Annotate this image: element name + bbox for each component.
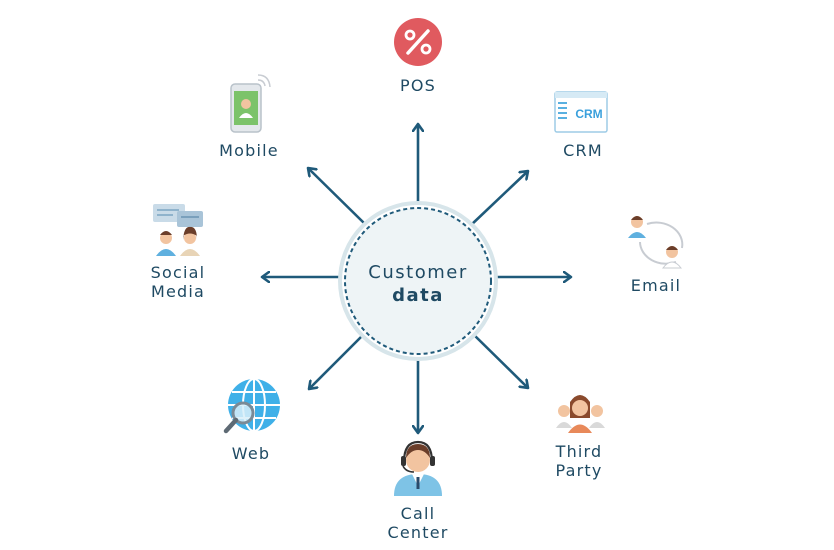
arrow-third-party — [470, 331, 528, 388]
node-label-social-media: Social Media — [151, 263, 206, 301]
social-media-line2: Media — [150, 282, 206, 301]
globe-search-icon — [223, 378, 280, 434]
third-party-line1: Third — [555, 442, 603, 461]
node-label-web: Web — [231, 444, 271, 463]
percent-badge-icon — [394, 18, 442, 66]
arrows — [262, 124, 571, 433]
node-label-third-party: Third Party — [555, 442, 602, 480]
crm-window-icon: CRM — [554, 91, 608, 133]
crm-icon-text: CRM — [575, 107, 602, 121]
arrow-web — [309, 333, 365, 389]
social-media-line1: Social — [150, 263, 206, 282]
call-center-line2: Center — [387, 523, 449, 542]
smartphone-icon — [230, 74, 271, 133]
node-label-mobile: Mobile — [219, 141, 279, 160]
center-title-line1: Customer — [368, 262, 468, 283]
node-label-crm: CRM — [563, 141, 603, 160]
arrow-mobile — [308, 168, 366, 225]
group-people-icon — [556, 395, 605, 433]
chat-people-icon — [153, 204, 203, 256]
node-label-email: Email — [630, 276, 682, 295]
node-label-call-center: Call Center — [387, 504, 448, 542]
third-party-line2: Party — [555, 461, 603, 480]
headset-agent-icon — [394, 440, 442, 496]
arrow-crm — [469, 171, 528, 227]
email-exchange-icon — [628, 216, 684, 269]
node-label-pos: POS — [400, 76, 436, 95]
center-title-line2: data — [392, 285, 444, 306]
center-node — [338, 201, 498, 361]
call-center-line1: Call — [400, 504, 436, 523]
